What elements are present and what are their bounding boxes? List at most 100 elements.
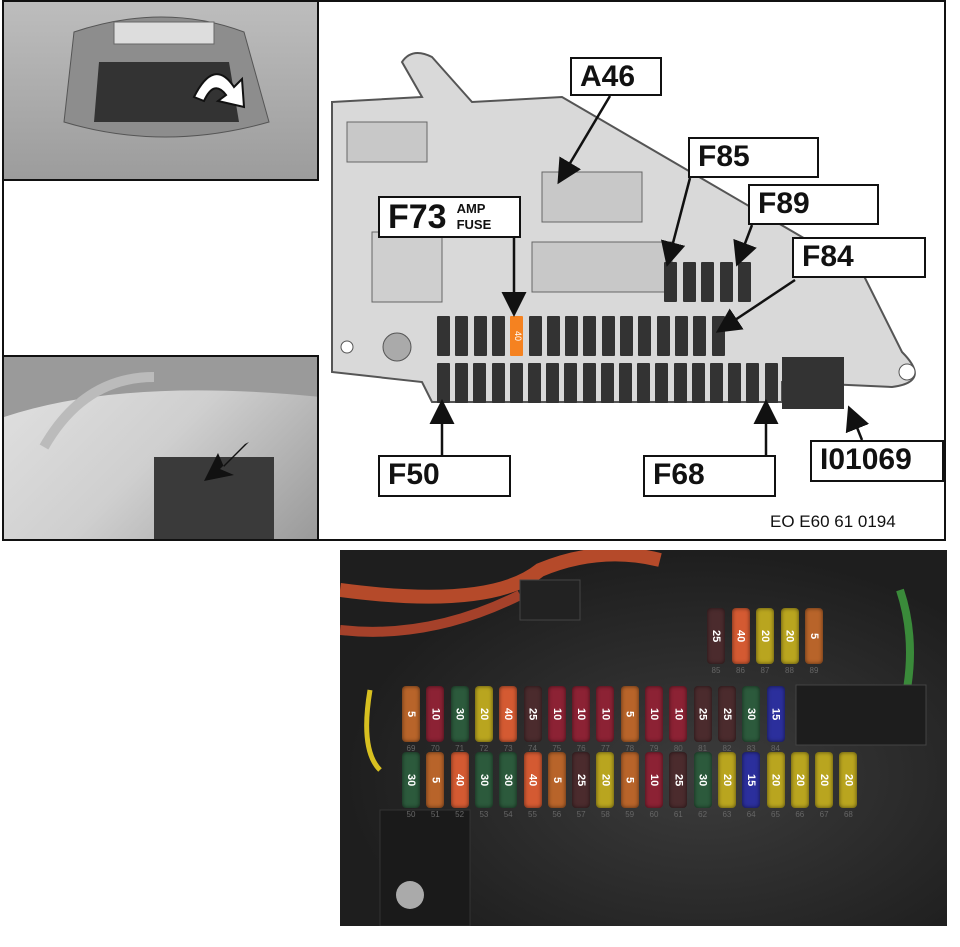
- fuse-rating: 10: [429, 707, 442, 721]
- fuse-number: 72: [479, 744, 489, 753]
- fuse-number: 75: [552, 744, 562, 753]
- fuse-80: 10: [669, 686, 688, 742]
- diagram-fuse-top: [656, 316, 670, 356]
- fuse-53: 30: [474, 752, 493, 808]
- fuse-number: 50: [406, 810, 416, 819]
- fuse-58: 20: [596, 752, 615, 808]
- fuse-59: 5: [620, 752, 639, 808]
- fuse-number: 55: [528, 810, 537, 819]
- diagram-fuse-bottom: [600, 363, 614, 403]
- diagram-fuse-top: [528, 316, 542, 356]
- fuse-number: 85: [711, 666, 721, 675]
- label-f73: F73 AMP FUSE: [378, 196, 521, 238]
- fuse-rating: 10: [550, 707, 563, 721]
- fuse-79: 10: [645, 686, 663, 742]
- diagram-fuse-bottom: [673, 363, 687, 403]
- diagram-fuse-upper: [719, 262, 733, 302]
- diagram-fuse-upper: [738, 262, 751, 302]
- fuse-rating: 20: [599, 773, 612, 787]
- fuse-number: 86: [736, 666, 745, 675]
- fuse-82: 25: [717, 686, 736, 742]
- label-f84: F84: [792, 237, 926, 278]
- fuse-65: 20: [766, 752, 785, 808]
- fuse-87: 20: [756, 608, 774, 664]
- fuse-63: 20: [717, 752, 736, 808]
- fuse-rating: 25: [526, 707, 539, 721]
- diagram-fuse-bottom: [619, 363, 632, 403]
- fuse-number: 62: [698, 810, 708, 819]
- fuse-rating: 25: [720, 707, 733, 721]
- fuse-rating: 30: [477, 773, 490, 787]
- diagram-fuse-bottom: [655, 363, 669, 403]
- diagram-fuse-top: [693, 316, 707, 356]
- fuse-rating: 25: [710, 629, 722, 643]
- fuse-rating: 5: [550, 776, 563, 784]
- fuse-number: 51: [430, 810, 440, 819]
- diagram-fuse-bottom: [728, 363, 742, 403]
- fuse-number: 57: [576, 810, 586, 819]
- amp-text: AMP: [456, 201, 486, 216]
- fuse-number: 60: [649, 810, 659, 819]
- label-f68: F68: [643, 455, 776, 497]
- fuse-51: 5: [426, 752, 445, 808]
- diagram-fuse-bottom: [746, 363, 760, 403]
- fuse-rating: 30: [696, 773, 709, 787]
- fuse-number: 69: [406, 744, 416, 753]
- fuse-number: 82: [722, 744, 732, 753]
- fuse-number: 58: [600, 810, 610, 819]
- fuse-75: 10: [547, 686, 566, 742]
- fuse-number: 61: [673, 810, 683, 819]
- fuse-number: 67: [819, 810, 829, 819]
- fuse-rating: 20: [842, 773, 855, 787]
- fuse-number: 64: [746, 810, 756, 819]
- junction-box-outline: [331, 52, 916, 409]
- fuse-number: 65: [771, 810, 780, 819]
- diagram-fuse-bottom: [528, 363, 541, 403]
- fuse-rating: 5: [808, 632, 820, 640]
- diagram-fuse-top: [473, 316, 487, 356]
- label-f73-note: AMP FUSE: [457, 201, 492, 233]
- fuse-rating: 5: [623, 710, 636, 718]
- fusebox-location-icon: [4, 357, 317, 539]
- fuse-number: 88: [785, 666, 794, 675]
- fuse-number: 83: [746, 744, 756, 753]
- wiring-harness: [340, 550, 927, 926]
- fuse-rating: 10: [648, 773, 660, 787]
- fuse-rating: 25: [575, 773, 588, 787]
- fuse-number: 53: [479, 810, 489, 819]
- diagram-fuse-top: [546, 316, 560, 356]
- junction-box-drawing: [322, 42, 932, 412]
- fuse-number: 89: [809, 666, 819, 675]
- fuse-52: 40: [450, 752, 469, 808]
- fuse-rating: 10: [575, 707, 588, 721]
- diagram-fuse-bottom: [582, 363, 596, 403]
- fuse-number: 74: [528, 744, 537, 753]
- fuse-number: 77: [600, 744, 610, 753]
- fuse-rating: 20: [793, 773, 806, 787]
- fuse-70: 10: [426, 686, 445, 742]
- diagram-fuse-bottom: [691, 363, 705, 403]
- diagram-fuse-top: [674, 316, 688, 356]
- label-f73-id: F73: [388, 198, 447, 236]
- fuse-74: 25: [523, 686, 542, 742]
- fuse-rating: 25: [672, 773, 685, 787]
- fuse-rating: 5: [623, 776, 636, 784]
- fuse-number: 84: [771, 744, 780, 753]
- label-f89: F89: [748, 184, 879, 225]
- fuse-57: 25: [572, 752, 591, 808]
- fuse-number: 66: [795, 810, 805, 819]
- fuse-number: 73: [503, 744, 513, 753]
- fuse-number: 71: [455, 744, 465, 753]
- fuse-84: 15: [766, 686, 785, 742]
- car-trunk-icon: [63, 16, 270, 138]
- fuse-rating: 20: [818, 773, 831, 787]
- fuse-number: 63: [722, 810, 732, 819]
- fuse-76: 10: [572, 686, 591, 742]
- fuse-rating: 40: [453, 773, 466, 787]
- fuse-rating: 10: [599, 707, 612, 721]
- fuse-55: 40: [523, 752, 542, 808]
- diagram-fuse-bottom: [564, 363, 578, 403]
- label-f50: F50: [378, 455, 511, 497]
- fuse-88: 20: [780, 608, 799, 664]
